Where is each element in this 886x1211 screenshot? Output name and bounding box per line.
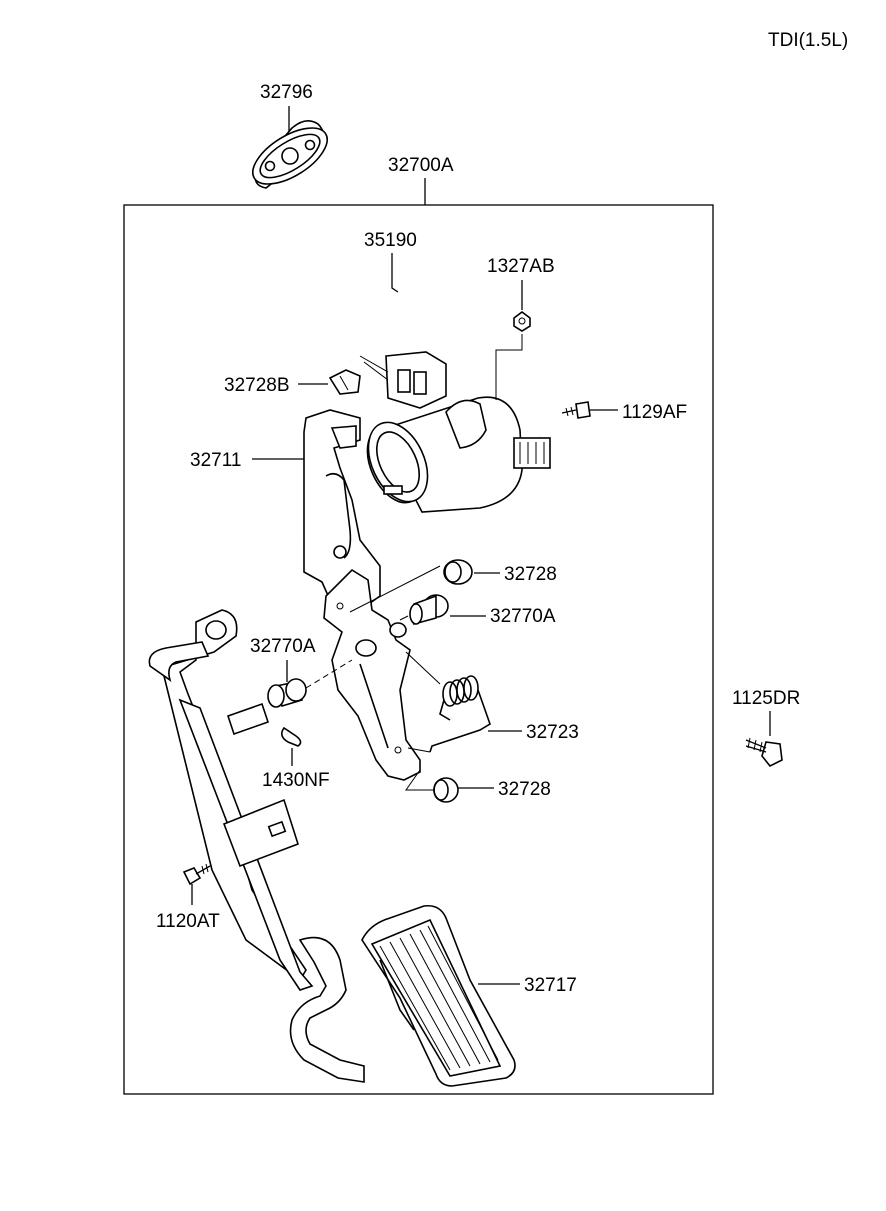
bracket-32711: 32711 — [190, 409, 381, 607]
bushing-32770A-right: 32770A — [399, 594, 556, 627]
label-32796: 32796 — [260, 82, 313, 103]
sensor-harness-35190: 35190 — [325, 230, 551, 513]
label-1430NF: 1430NF — [262, 770, 330, 791]
stopper-32728-top: 32728 — [349, 559, 557, 613]
clip-32728B: 32728B — [224, 369, 361, 396]
assembly-frame-32700A: 32700A — [123, 155, 714, 1095]
pin-1430NF: 1430NF — [262, 726, 330, 791]
pedal-arm — [148, 609, 365, 1083]
label-32728-top: 32728 — [504, 564, 557, 585]
pedal-pad-32717: 32717 — [361, 904, 577, 1087]
variant-label: TDI(1.5L) — [768, 30, 848, 51]
pedal-lever-arm — [323, 568, 421, 781]
label-32728-bottom: 32728 — [498, 779, 551, 800]
bolt-1120AT: 1120AT — [156, 863, 220, 932]
gasket-32796: 32796 — [252, 82, 328, 189]
bushing-32770A-left: 32770A — [250, 636, 353, 708]
spring-32723: 32723 — [405, 651, 579, 753]
label-35190: 35190 — [364, 230, 417, 251]
label-1129AF: 1129AF — [622, 402, 687, 423]
nut-1327AB: 1327AB — [487, 256, 555, 400]
label-1120AT: 1120AT — [156, 911, 220, 932]
label-1327AB: 1327AB — [487, 256, 555, 277]
label-32717: 32717 — [524, 975, 577, 996]
stopper-32728-bottom: 32728 — [405, 769, 551, 803]
label-32700A: 32700A — [388, 155, 454, 176]
label-32723: 32723 — [526, 722, 579, 743]
label-32711: 32711 — [190, 450, 241, 471]
label-32770A-left: 32770A — [250, 636, 316, 657]
screw-1129AF: 1129AF — [561, 401, 687, 423]
label-1125DR: 1125DR — [732, 688, 800, 709]
label-32728B: 32728B — [224, 375, 290, 396]
bolt-1125DR: 1125DR — [732, 688, 800, 768]
label-32770A-right: 32770A — [490, 606, 556, 627]
